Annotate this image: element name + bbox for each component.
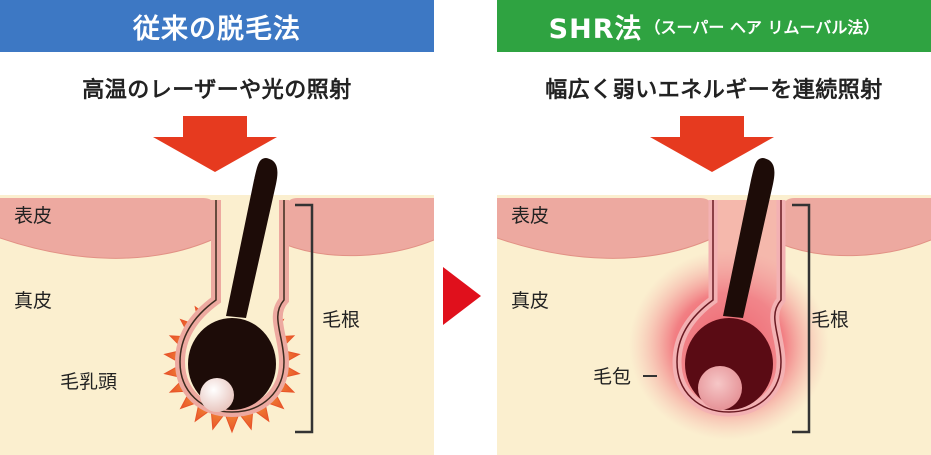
irradiation-arrow	[650, 116, 774, 172]
label-dermis: 真皮	[14, 290, 52, 312]
epidermis-layer-right	[781, 198, 931, 262]
dermal-papilla	[698, 366, 742, 410]
epidermis-layer-left	[497, 198, 713, 262]
left-skin-illustration: 表皮 真皮 毛根 毛乳頭	[0, 116, 434, 455]
right-skin-illustration: 表皮 真皮 毛根 毛包	[497, 116, 931, 455]
label-epidermis: 表皮	[511, 205, 549, 227]
epidermis-layer-left	[0, 198, 216, 262]
epidermis-layer-right	[284, 198, 434, 262]
right-subtitle: 幅広く弱いエネルギーを連続照射	[545, 78, 883, 103]
hair-root-bracket	[792, 203, 811, 434]
irradiation-arrow	[153, 116, 277, 172]
label-hair-root: 毛根	[811, 309, 849, 331]
label-epidermis: 表皮	[14, 205, 52, 227]
right-title-banner: SHR法 （スーパー ヘア リムーバル法）	[497, 0, 931, 52]
right-title: SHR法	[548, 13, 643, 45]
hair-root-bracket	[295, 203, 314, 434]
next-arrow-icon	[443, 267, 481, 325]
hair-shaft	[723, 158, 775, 318]
right-panel: SHR法 （スーパー ヘア リムーバル法） 幅広く弱いエネルギーを連続照射	[497, 0, 931, 455]
left-subtitle: 高温のレーザーや光の照射	[82, 78, 352, 103]
hair-shaft	[226, 158, 278, 318]
left-title: 従来の脱毛法	[133, 13, 301, 45]
label-papilla: 毛乳頭	[60, 371, 117, 393]
label-dermis: 真皮	[511, 290, 549, 312]
label-hair-root: 毛根	[322, 309, 360, 331]
left-title-banner: 従来の脱毛法	[0, 0, 434, 52]
right-title-sub: （スーパー ヘア リムーバル法）	[644, 18, 880, 37]
dermal-papilla	[200, 378, 234, 412]
left-panel: 従来の脱毛法 高温のレーザーや光の照射	[0, 0, 434, 455]
label-follicle: 毛包	[593, 366, 631, 388]
